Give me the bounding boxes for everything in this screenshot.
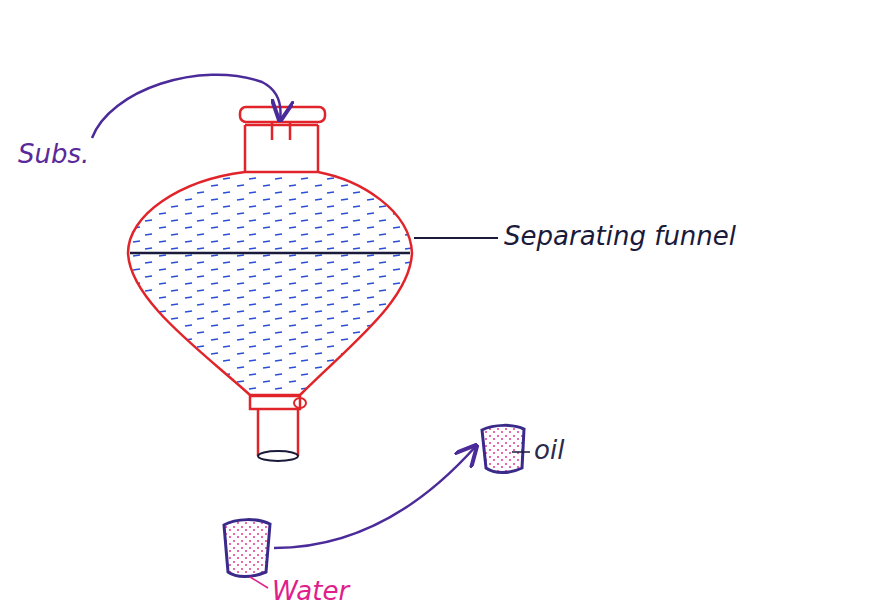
oil-beaker <box>482 425 524 472</box>
text-label: Separating funnel <box>504 222 736 251</box>
transfer-arrow <box>274 446 476 548</box>
input-arrow <box>92 75 280 138</box>
funnel-stem <box>258 409 298 456</box>
water-beaker <box>224 520 270 577</box>
leader-line <box>250 577 268 588</box>
leader-line <box>414 237 498 239</box>
leader-line <box>512 451 530 453</box>
stopcock <box>250 396 300 409</box>
stopper <box>240 107 325 122</box>
text-label: Subs. <box>18 140 89 169</box>
text-label: Water <box>272 577 349 606</box>
text-label: oil <box>534 436 564 465</box>
layer-boundary <box>130 252 410 255</box>
funnel-neck <box>245 125 318 172</box>
funnel-bulb <box>128 172 412 395</box>
